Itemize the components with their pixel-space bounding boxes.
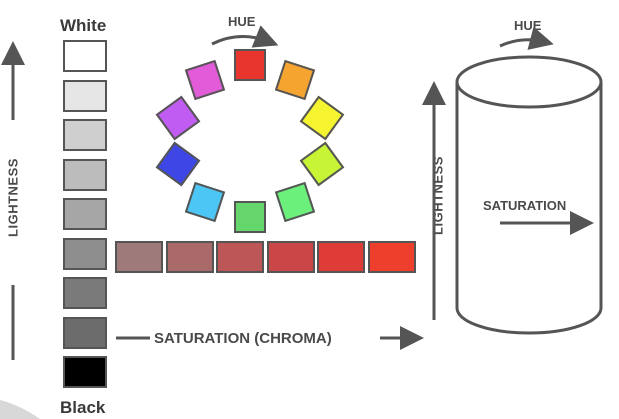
saturation-swatch	[367, 241, 416, 273]
page-curl	[0, 400, 40, 419]
black-label: Black	[60, 398, 106, 417]
saturation-swatch	[317, 241, 365, 273]
gray-swatch	[63, 79, 107, 112]
white-label: White	[60, 16, 107, 35]
hue-curve-arrow	[211, 25, 279, 48]
gray-swatch	[63, 237, 107, 270]
hue-swatch-red	[234, 49, 266, 81]
gray-swatch	[63, 40, 107, 72]
gray-swatch	[63, 277, 107, 309]
saturation-swatch	[216, 241, 264, 273]
cylinder	[455, 55, 603, 335]
saturation-swatch	[115, 241, 163, 273]
saturation-swatch	[266, 241, 315, 273]
gray-swatch	[63, 198, 107, 230]
gray-swatch	[63, 119, 107, 151]
gray-swatch	[63, 158, 107, 191]
gray-swatch	[63, 316, 107, 349]
hue-cylinder-arrow	[499, 26, 554, 50]
hue-top-label: HUE	[228, 14, 256, 29]
saturation-chroma-label: SATURATION (CHROMA)	[154, 330, 332, 347]
gray-swatch	[63, 356, 107, 388]
saturation-cylinder-label: SATURATION	[483, 198, 567, 213]
saturation-swatch	[165, 241, 214, 273]
